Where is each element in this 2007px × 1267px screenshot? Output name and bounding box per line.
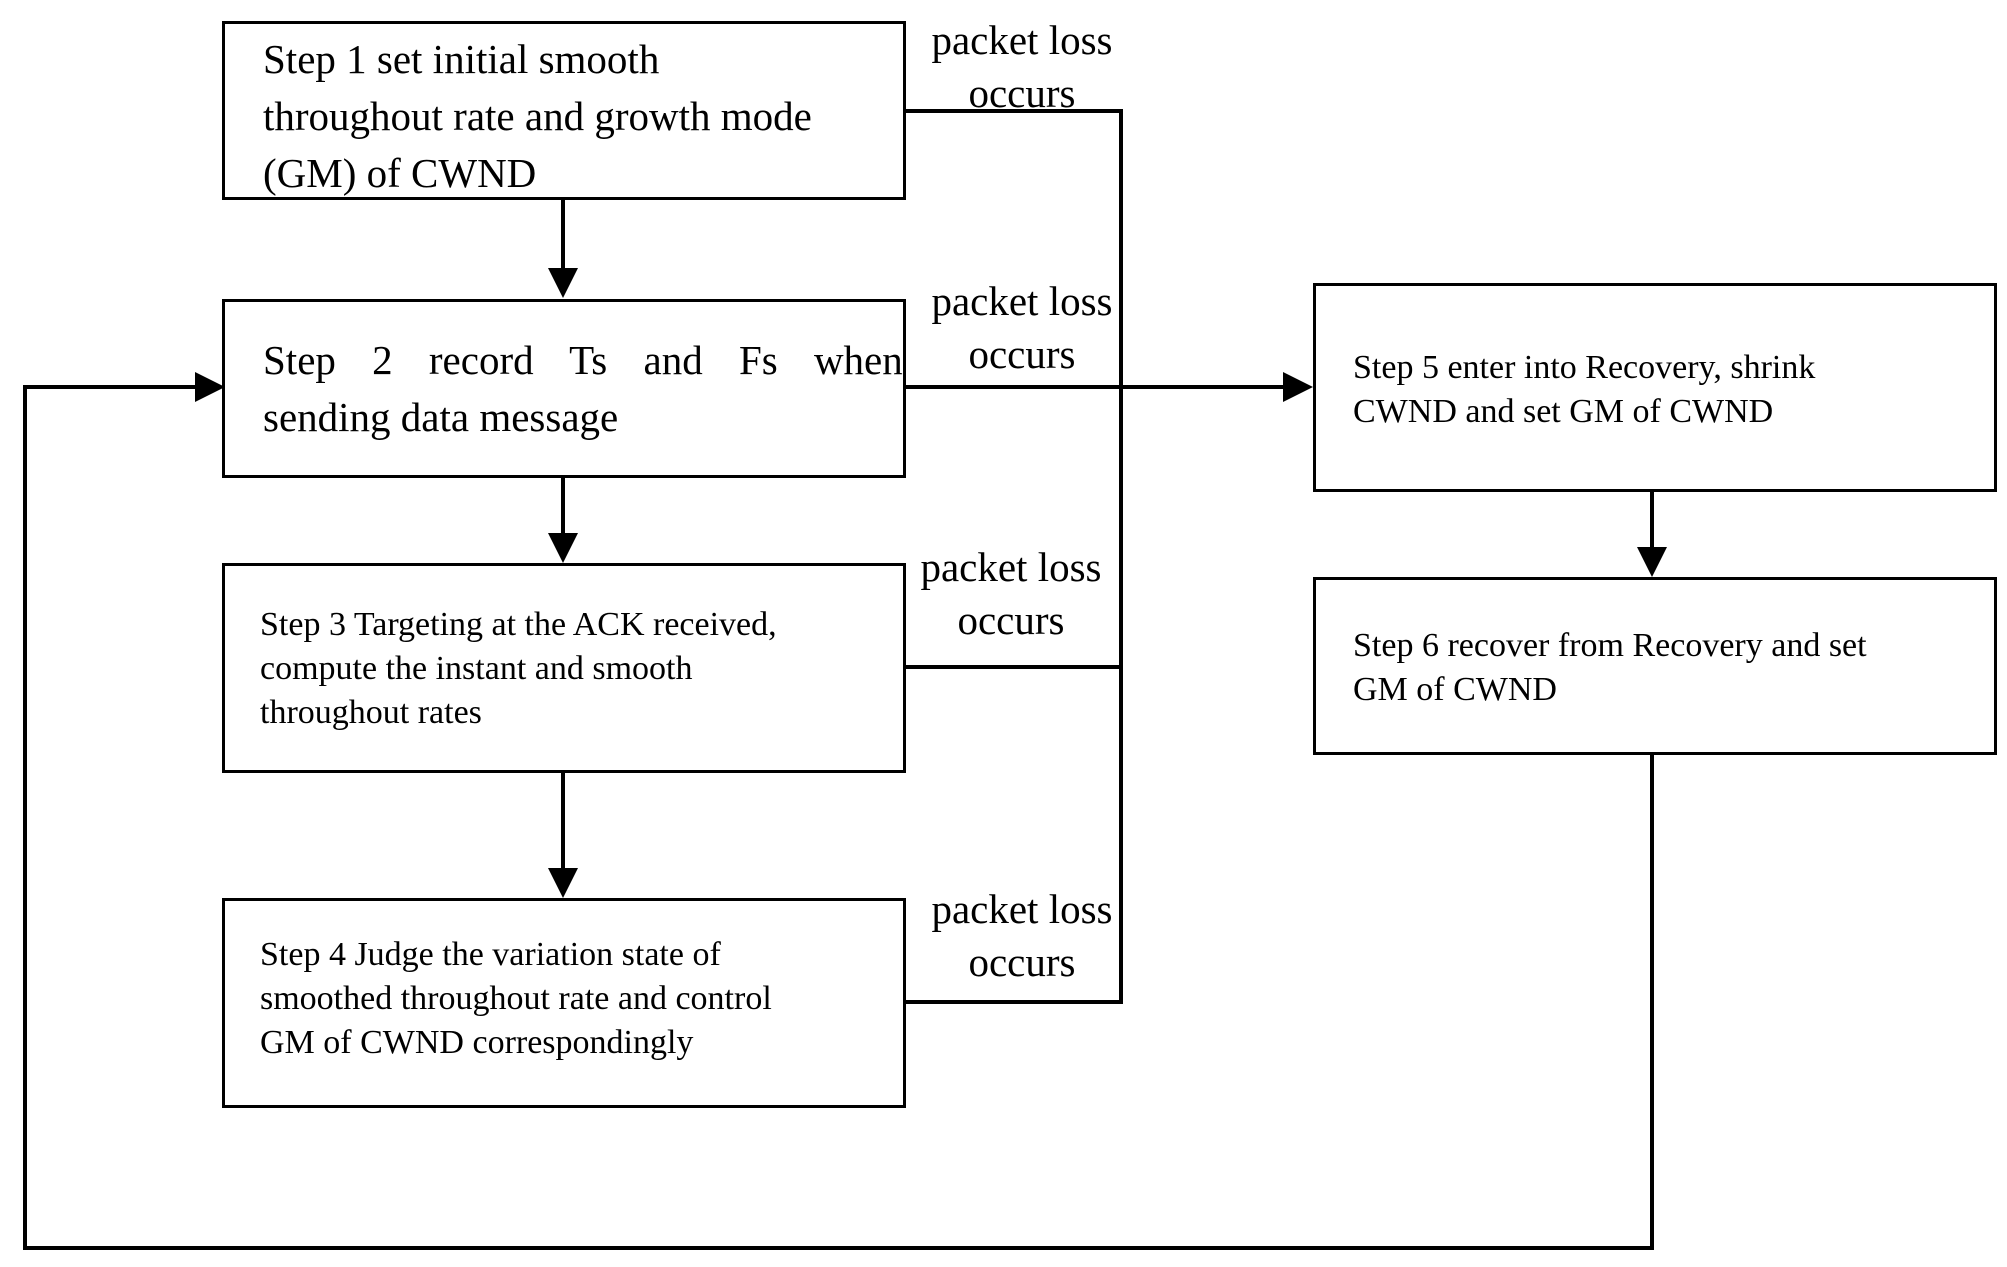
step-1-text-line-3: (GM) of CWND	[263, 150, 537, 196]
step-2-box: Step 2 record Ts and Fs when sending dat…	[222, 299, 906, 478]
edge-label-3-line-2: occurs	[957, 597, 1065, 643]
feedback-line-step6-to-step2	[23, 385, 1654, 1250]
edge-label-1-line-1: packet loss	[931, 17, 1113, 63]
step-4-box: Step 4 Judge the variation state of smoo…	[222, 898, 906, 1108]
edge-label-step4-packet-loss: packet loss occurs	[902, 883, 1142, 989]
arrowhead-step5-left	[1283, 372, 1313, 402]
step-4-text-line-3: GM of CWND correspondingly	[260, 1024, 694, 1061]
step-6-text-line-2: GM of CWND	[1353, 671, 1557, 708]
edge-label-4-line-2: occurs	[968, 939, 1076, 985]
edge-label-step3-packet-loss: packet loss occurs	[891, 541, 1131, 647]
step-2-text-line-2: sending data message	[263, 394, 619, 440]
step-1-text-line-2: throughout rate and growth mode	[263, 93, 812, 139]
step-1-box: Step 1 set initial smooth throughout rat…	[222, 21, 906, 200]
step-6-box: Step 6 recover from Recovery and set GM …	[1313, 577, 1997, 755]
arrowhead-step3-top	[548, 533, 578, 563]
edge-label-2-line-1: packet loss	[931, 278, 1113, 324]
step-3-text-line-2: compute the instant and smooth	[260, 650, 693, 687]
step-3-text-line-1: Step 3 Targeting at the ACK received,	[260, 606, 777, 643]
step-4-text-line-2: smoothed throughout rate and control	[260, 980, 772, 1017]
edge-label-step2-packet-loss: packet loss occurs	[902, 275, 1142, 381]
step-3-box: Step 3 Targeting at the ACK received, co…	[222, 563, 906, 773]
loss-line-step1	[904, 109, 1123, 1004]
step-4-text-line-1: Step 4 Judge the variation state of	[260, 936, 721, 973]
edge-label-step1-packet-loss: packet loss occurs	[902, 14, 1142, 120]
step-5-box: Step 5 enter into Recovery, shrink CWND …	[1313, 283, 1997, 492]
step-6-text-line-1: Step 6 recover from Recovery and set	[1353, 627, 1867, 664]
step-1-text-line-1: Step 1 set initial smooth	[263, 36, 660, 82]
edge-label-4-line-1: packet loss	[931, 886, 1113, 932]
step-2-text-line-1: Step 2 record Ts and Fs when	[263, 337, 903, 383]
arrowhead-step6-top	[1637, 547, 1667, 577]
edge-label-1-line-2: occurs	[968, 70, 1076, 116]
step-5-text-line-2: CWND and set GM of CWND	[1353, 393, 1774, 430]
edge-label-2-line-2: occurs	[968, 331, 1076, 377]
arrowhead-step2-left	[195, 372, 225, 402]
edge-label-3-line-1: packet loss	[920, 544, 1102, 590]
arrowhead-step4-top	[548, 868, 578, 898]
step-5-text-line-1: Step 5 enter into Recovery, shrink	[1353, 349, 1816, 386]
arrowhead-step2-top	[548, 268, 578, 298]
step-3-text-line-3: throughout rates	[260, 694, 482, 731]
